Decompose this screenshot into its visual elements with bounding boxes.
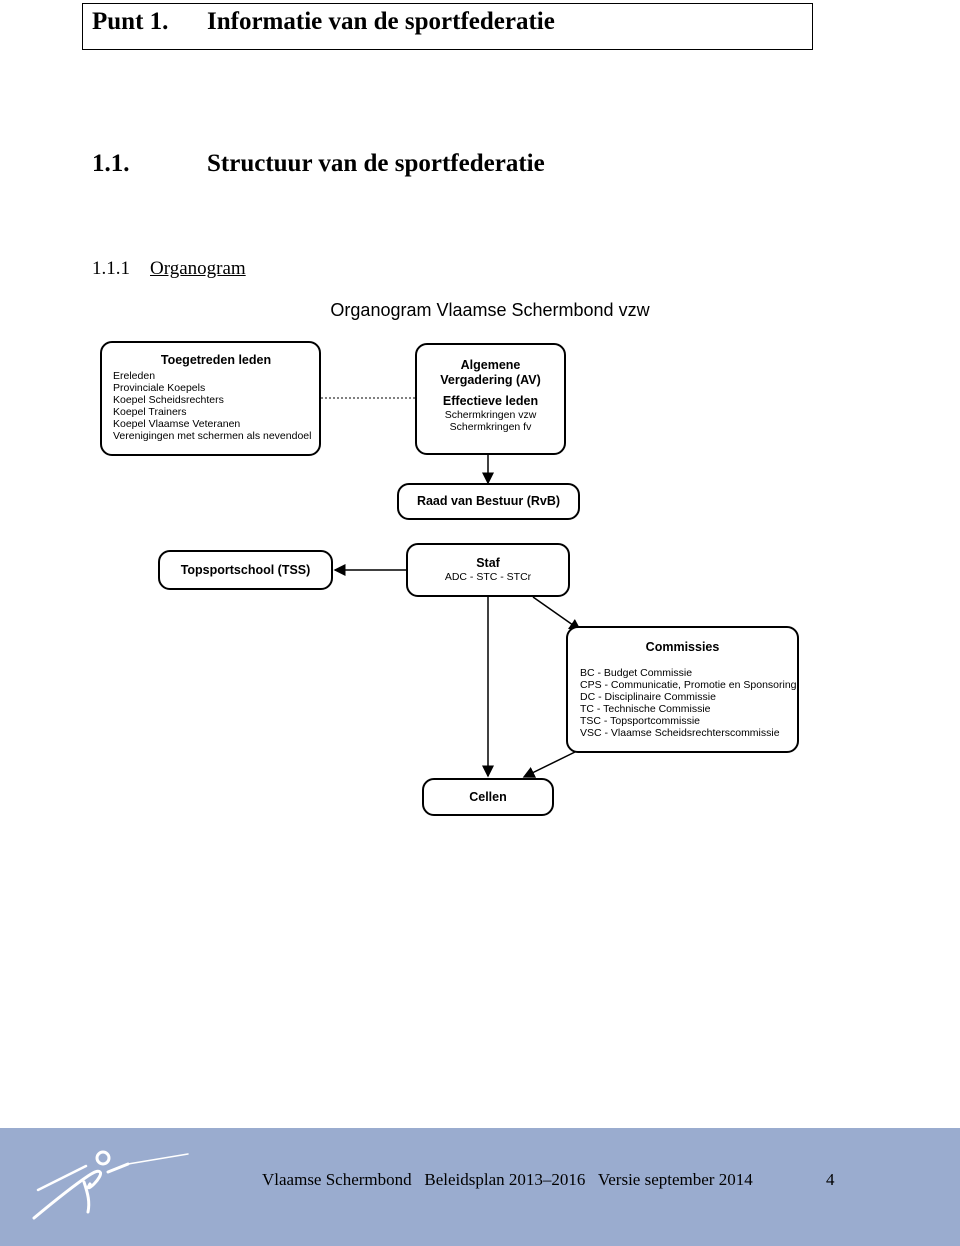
cellen-box: Cellen xyxy=(422,778,554,816)
av-item: Schermkringen vzw xyxy=(444,409,537,421)
cellen-label: Cellen xyxy=(469,789,507,804)
algemene-vergadering-box: Algemene Vergadering (AV) Effectieve led… xyxy=(415,343,566,455)
toegetreden-leden-box: Toegetreden leden Ereleden Provinciale K… xyxy=(100,341,321,456)
toegetreden-item: Koepel Scheidsrechters xyxy=(113,394,224,406)
section-number: 1.1. xyxy=(92,150,130,177)
page-footer: Vlaamse Schermbond Beleidsplan 2013–2016… xyxy=(0,1128,960,1246)
chapter-number: Punt 1. xyxy=(92,8,169,35)
toegetreden-item: Provinciale Koepels xyxy=(113,382,206,394)
footer-text: Vlaamse Schermbond Beleidsplan 2013–2016… xyxy=(262,1170,753,1189)
toegetreden-item: Verenigingen met schermen als nevendoel xyxy=(113,430,312,442)
av-heading-line1: Algemene xyxy=(460,358,521,372)
topsportschool-box: Topsportschool (TSS) xyxy=(158,550,333,590)
toegetreden-leden-heading: Toegetreden leden xyxy=(160,353,272,367)
commissie-item: TC - Technische Commissie xyxy=(580,703,711,715)
commissies-heading: Commissies xyxy=(645,640,720,654)
staf-heading: Staf xyxy=(476,556,500,570)
organogram-connectors xyxy=(321,397,582,778)
fencer-logo-icon xyxy=(32,1150,189,1220)
commissie-item: VSC - Vlaamse Scheidsrechterscommissie xyxy=(580,727,780,739)
toegetreden-item: Koepel Vlaamse Veteranen xyxy=(113,418,241,430)
raad-van-bestuur-label: Raad van Bestuur (RvB) xyxy=(416,494,561,508)
commissie-item: TSC - Topsportcommissie xyxy=(580,715,701,727)
toegetreden-item: Ereleden xyxy=(113,370,156,382)
raad-van-bestuur-box: Raad van Bestuur (RvB) xyxy=(397,483,580,520)
connector-staf-commissies xyxy=(532,596,582,631)
subsection-title: Organogram xyxy=(150,258,246,279)
commissie-item: BC - Budget Commissie xyxy=(580,667,693,679)
page-number: 4 xyxy=(826,1170,835,1189)
toegetreden-item: Koepel Trainers xyxy=(113,406,187,418)
chapter-title: Informatie van de sportfederatie xyxy=(207,8,555,35)
av-item: Schermkringen fv xyxy=(449,421,532,433)
chapter-heading-box: Punt 1. Informatie van de sportfederatie xyxy=(82,3,813,50)
av-heading-line2: Vergadering (AV) xyxy=(440,373,541,387)
organogram-title: Organogram Vlaamse Schermbond vzw xyxy=(330,300,650,320)
commissie-item: CPS - Communicatie, Promotie en Sponsori… xyxy=(580,679,797,691)
effectieve-leden-heading: Effectieve leden xyxy=(442,394,539,408)
staf-sub: ADC - STC - STCr xyxy=(444,571,532,583)
subsection-number: 1.1.1 xyxy=(92,258,130,279)
connector-commissies-cellen xyxy=(522,751,576,778)
commissies-box: Commissies BC - Budget Commissie CPS - C… xyxy=(566,626,799,753)
staf-box: Staf ADC - STC - STCr xyxy=(406,543,570,597)
section-title: Structuur van de sportfederatie xyxy=(207,150,545,177)
commissie-item: DC - Disciplinaire Commissie xyxy=(580,691,716,703)
topsportschool-label: Topsportschool (TSS) xyxy=(180,562,311,577)
